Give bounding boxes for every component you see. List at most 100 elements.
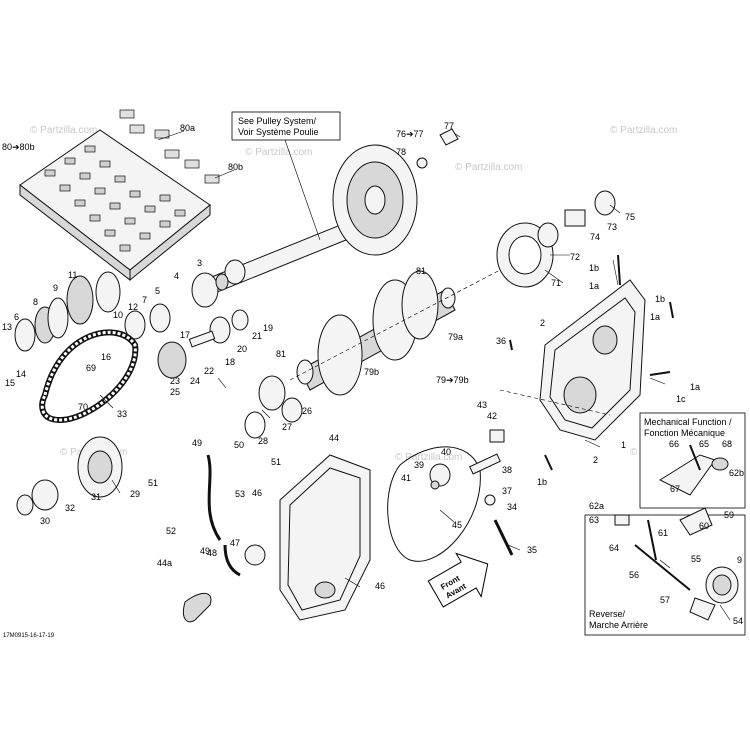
gear-train xyxy=(14,271,303,516)
front-arrow: Front Avant xyxy=(427,552,489,608)
part-label: 17 xyxy=(180,330,190,340)
part-label: 2 xyxy=(540,318,545,328)
part-label: 23 xyxy=(170,376,180,386)
part-label: 1a xyxy=(589,281,599,291)
part-label: 25 xyxy=(170,387,180,397)
drive-pulley xyxy=(207,144,418,295)
part-label: 73 xyxy=(607,222,617,232)
callout-mechanical-line2: Fonction Mécanique xyxy=(644,428,725,438)
mechanical-function-box: Mechanical Function / Fonction Mécanique xyxy=(639,412,746,509)
part-label: 50 xyxy=(234,440,244,450)
diagram-code: 17M0915-16-17-19 xyxy=(3,633,55,639)
callout-reverse-line1: Reverse/ xyxy=(589,609,626,619)
part-label: 27 xyxy=(282,422,292,432)
part-label: 53 xyxy=(235,489,245,499)
part-label: 63 xyxy=(589,515,599,525)
part-label: 62b xyxy=(729,468,744,478)
part-label: 32 xyxy=(65,503,75,513)
part-label: 2 xyxy=(593,455,598,465)
part-label: 47 xyxy=(230,538,240,548)
part-label: 26 xyxy=(302,406,312,416)
part-label: 81 xyxy=(416,266,426,276)
skid-plate xyxy=(19,109,220,282)
part-label: 45 xyxy=(452,520,462,530)
part-label: 6 xyxy=(14,312,19,322)
part-label: 68 xyxy=(722,439,732,449)
part-label: 1a xyxy=(690,382,700,392)
part-label: 42 xyxy=(487,411,497,421)
part-label: 20 xyxy=(237,344,247,354)
part-label: 64 xyxy=(609,543,619,553)
part-label: 67 xyxy=(670,484,680,494)
part-label: 52 xyxy=(166,526,176,536)
part-label: 49 xyxy=(200,546,210,556)
part-label: 65 xyxy=(699,439,709,449)
part-label: 80b xyxy=(228,162,243,172)
part-label: 1a xyxy=(650,312,660,322)
top-right-parts xyxy=(416,128,619,288)
part-label: 7 xyxy=(142,295,147,305)
part-label: 76➔77 xyxy=(396,129,424,139)
part-label: 79➔79b xyxy=(436,375,469,385)
part-label: 46 xyxy=(252,488,262,498)
part-label: 48 xyxy=(207,548,217,558)
part-label: 11 xyxy=(68,270,77,280)
part-label: 13 xyxy=(2,322,12,332)
part-label: 21 xyxy=(252,331,262,341)
part-label: 78 xyxy=(396,147,406,157)
part-label: 16 xyxy=(101,352,111,362)
part-label: 24 xyxy=(190,376,200,386)
part-label: 28 xyxy=(258,436,268,446)
part-label: 5 xyxy=(155,286,160,296)
part-label: 33 xyxy=(117,409,127,419)
part-label: 9 xyxy=(53,283,58,293)
callout-pulley-line1: See Pulley System/ xyxy=(238,116,317,126)
pulley-callout: See Pulley System/ Voir Système Poulie xyxy=(231,111,341,241)
part-label: 19 xyxy=(263,323,273,333)
part-label: 81 xyxy=(276,349,286,359)
watermark-text: © Partzilla.com xyxy=(245,147,312,158)
case-housing xyxy=(499,254,674,471)
part-label: 43 xyxy=(477,400,487,410)
part-label: 46 xyxy=(375,581,385,591)
part-label: 80➔80b xyxy=(2,142,35,152)
part-label: 61 xyxy=(658,528,668,538)
countershaft xyxy=(289,269,501,396)
reverse-box: Reverse/ Marche Arrière xyxy=(584,507,746,636)
chaincase-cover xyxy=(182,446,481,623)
part-label: 34 xyxy=(507,502,517,512)
part-label: 72 xyxy=(570,252,580,262)
part-label: 74 xyxy=(590,232,600,242)
part-label: 10 xyxy=(113,310,123,320)
part-label: 40 xyxy=(441,447,451,457)
part-label: 55 xyxy=(691,554,701,564)
part-label: 51 xyxy=(271,457,281,467)
part-label: 59 xyxy=(724,510,734,520)
part-label: 18 xyxy=(225,357,235,367)
part-label: 79a xyxy=(448,332,463,342)
part-label: 57 xyxy=(660,595,670,605)
leader-lines xyxy=(99,130,731,621)
part-label: 4 xyxy=(174,271,179,281)
part-label: 29 xyxy=(130,489,140,499)
part-label: 8 xyxy=(33,297,38,307)
part-label: 39 xyxy=(414,460,424,470)
part-label: 14 xyxy=(16,369,26,379)
part-label: 37 xyxy=(502,486,512,496)
part-label: 71 xyxy=(551,278,561,288)
part-label: 54 xyxy=(733,616,743,626)
part-label: 31 xyxy=(91,492,101,502)
part-label: 1b xyxy=(655,294,665,304)
watermark-text: © Partzilla.com xyxy=(30,125,97,136)
part-label: 38 xyxy=(502,465,512,475)
part-label: 15 xyxy=(5,378,15,388)
part-label: 1b xyxy=(537,477,547,487)
part-label: 70 xyxy=(78,402,88,412)
part-label: 41 xyxy=(401,473,411,483)
part-label: 77 xyxy=(444,121,454,131)
callout-mechanical-line1: Mechanical Function / xyxy=(644,417,732,427)
part-label: 62a xyxy=(589,501,604,511)
part-label: 51 xyxy=(148,478,158,488)
callout-reverse-line2: Marche Arrière xyxy=(589,620,648,630)
